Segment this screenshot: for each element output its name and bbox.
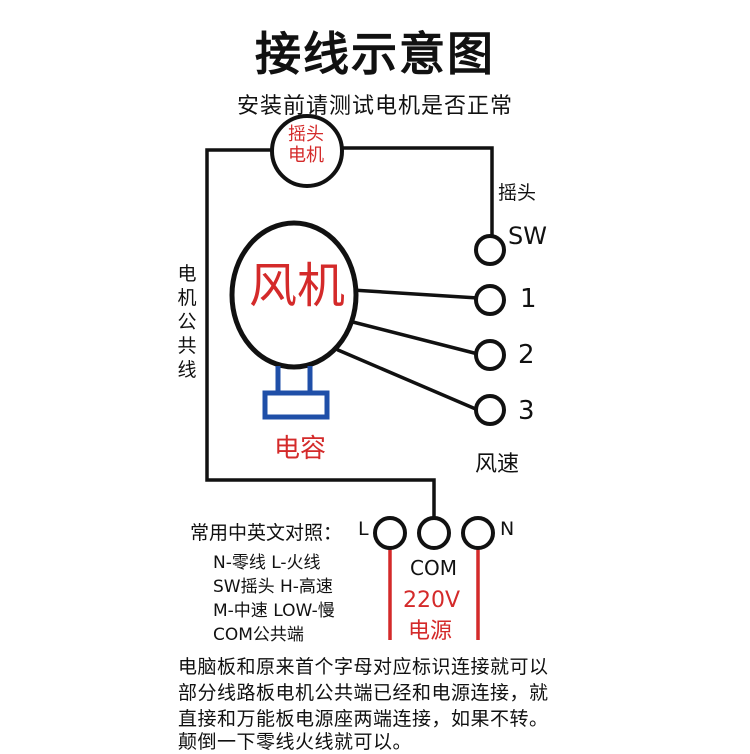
common-wire	[205, 148, 436, 520]
COM-label: COM	[410, 556, 457, 580]
speed3-wire	[336, 348, 480, 412]
shake-motor-circle	[270, 114, 344, 188]
shake-wire	[336, 146, 494, 238]
L-terminal	[373, 516, 407, 550]
legend-line: N-零线 L-火线	[213, 553, 321, 573]
page-title: 接线示意图	[255, 27, 495, 81]
note-line: 直接和万能板电源座两端连接，如果不转。	[178, 708, 549, 730]
common-line-char: 共	[177, 335, 197, 357]
L-label: L	[358, 518, 369, 540]
note-line: 电脑板和原来首个字母对应标识连接就可以	[178, 656, 549, 678]
voltage-label: 220V	[403, 588, 461, 613]
speed3-terminal	[474, 394, 506, 426]
shake-motor-line2: 电机	[288, 145, 324, 166]
capacitor-label: 电容	[274, 434, 327, 464]
power-source-label: 电源	[408, 619, 453, 644]
common-line-label: 电 机 公 共 线	[176, 262, 198, 382]
page-subtitle: 安装前请测试电机是否正常	[236, 94, 513, 119]
common-line-char: 线	[177, 359, 197, 381]
sw-label: SW	[508, 222, 547, 250]
fan-circle	[229, 220, 359, 370]
common-line-char: 电	[177, 263, 197, 285]
speed3-label: 3	[518, 396, 535, 426]
legend-line: SW摇头 H-高速	[213, 577, 333, 597]
speed2-wire	[343, 318, 480, 356]
legend-line: M-中速 LOW-慢	[213, 601, 335, 621]
speed1-terminal	[474, 284, 506, 316]
speed-label: 风速	[475, 452, 520, 477]
common-line-char: 机	[177, 287, 197, 309]
speed2-label: 2	[518, 340, 535, 370]
speed1-label: 1	[520, 284, 537, 314]
N-terminal	[461, 516, 495, 550]
legend-line: COM公共端	[213, 625, 304, 645]
sw-terminal	[474, 234, 506, 266]
shake-label: 摇头	[498, 182, 537, 204]
capacitor-symbol	[262, 366, 330, 420]
note-line: 颠倒一下零线火线就可以。	[178, 731, 413, 753]
note-line: 部分线路板电机公共端已经和电源连接，就	[178, 682, 549, 704]
speed1-wire	[350, 288, 480, 300]
shake-motor-label: 摇头 电机	[272, 124, 340, 166]
fan-label: 风机	[248, 258, 345, 314]
speed2-terminal	[474, 339, 506, 371]
COM-terminal	[417, 516, 451, 550]
N-label: N	[500, 518, 515, 540]
shake-motor-line1: 摇头	[288, 124, 324, 145]
common-line-char: 公	[177, 311, 197, 333]
legend-title: 常用中英文对照：	[190, 522, 343, 544]
